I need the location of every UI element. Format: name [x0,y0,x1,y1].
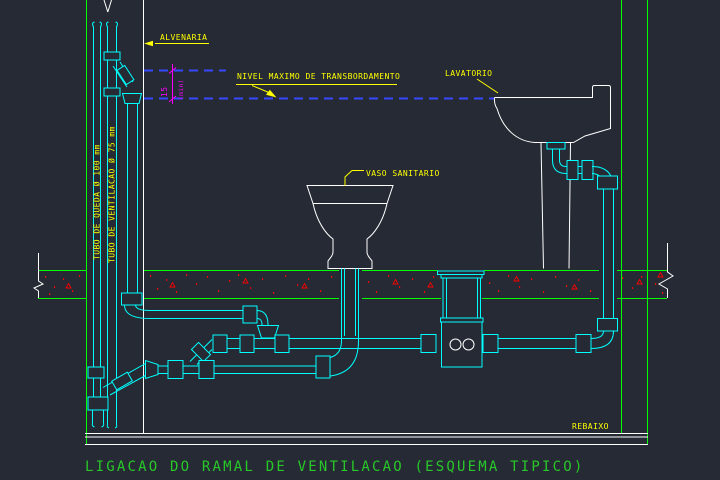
label-vaso-sanitario: VASO SANITARIO [366,169,440,178]
dimension-qualifier: (min) [177,79,185,100]
vent-branch-wye[interactable] [103,51,135,97]
toilet-outlet-pipe[interactable] [315,268,359,379]
nivel-arrowhead-icon [266,89,277,98]
alvenaria-arrowhead-icon [144,40,153,47]
piping[interactable] [87,21,618,429]
masonry-face-and-base-lines[interactable] [32,0,674,445]
vent-branch-riser[interactable] [121,93,280,339]
dimension-value: 15 [160,87,169,97]
sanitary-fixtures[interactable] [306,85,611,269]
label-alvenaria: ALVENARIA [160,33,207,42]
label-tubo-de-queda: TUBO DE QUEDA Ø 100 mm [92,144,102,260]
inspection-box[interactable] [437,270,485,368]
vent-stack-pipe[interactable] [106,21,118,429]
label-leaders [155,43,499,186]
wall-lines[interactable] [38,0,667,445]
label-tubo-de-ventilacao: TUBO DE VENTILACAO Ø 75 mm [107,126,117,263]
label-nivel-maximo: NIVEL MAXIMO DE TRANSBORDAMENTO [237,72,400,81]
lavatory-trap-pipe[interactable] [546,142,618,319]
break-line-left [32,253,45,298]
overflow-level-lines[interactable] [144,69,494,100]
min-height-dimension[interactable] [168,64,177,104]
label-lavatorio: LAVATORIO [445,69,492,78]
drawing-title: LIGACAO DO RAMAL DE VENTILACAO (ESQUEMA … [85,459,585,475]
box-plug-icon [462,338,475,351]
box-plug-icon [449,338,462,351]
drain-run-lower[interactable] [87,359,322,411]
break-line-right [658,243,674,298]
toilet-fixture[interactable] [306,185,394,269]
concrete-hatch [45,271,664,295]
drain-stack-pipe[interactable] [91,21,105,428]
label-rebaixo: REBAIXO [572,422,609,431]
drain-run-upper[interactable] [189,318,618,365]
break-line-stack-top [103,0,112,13]
